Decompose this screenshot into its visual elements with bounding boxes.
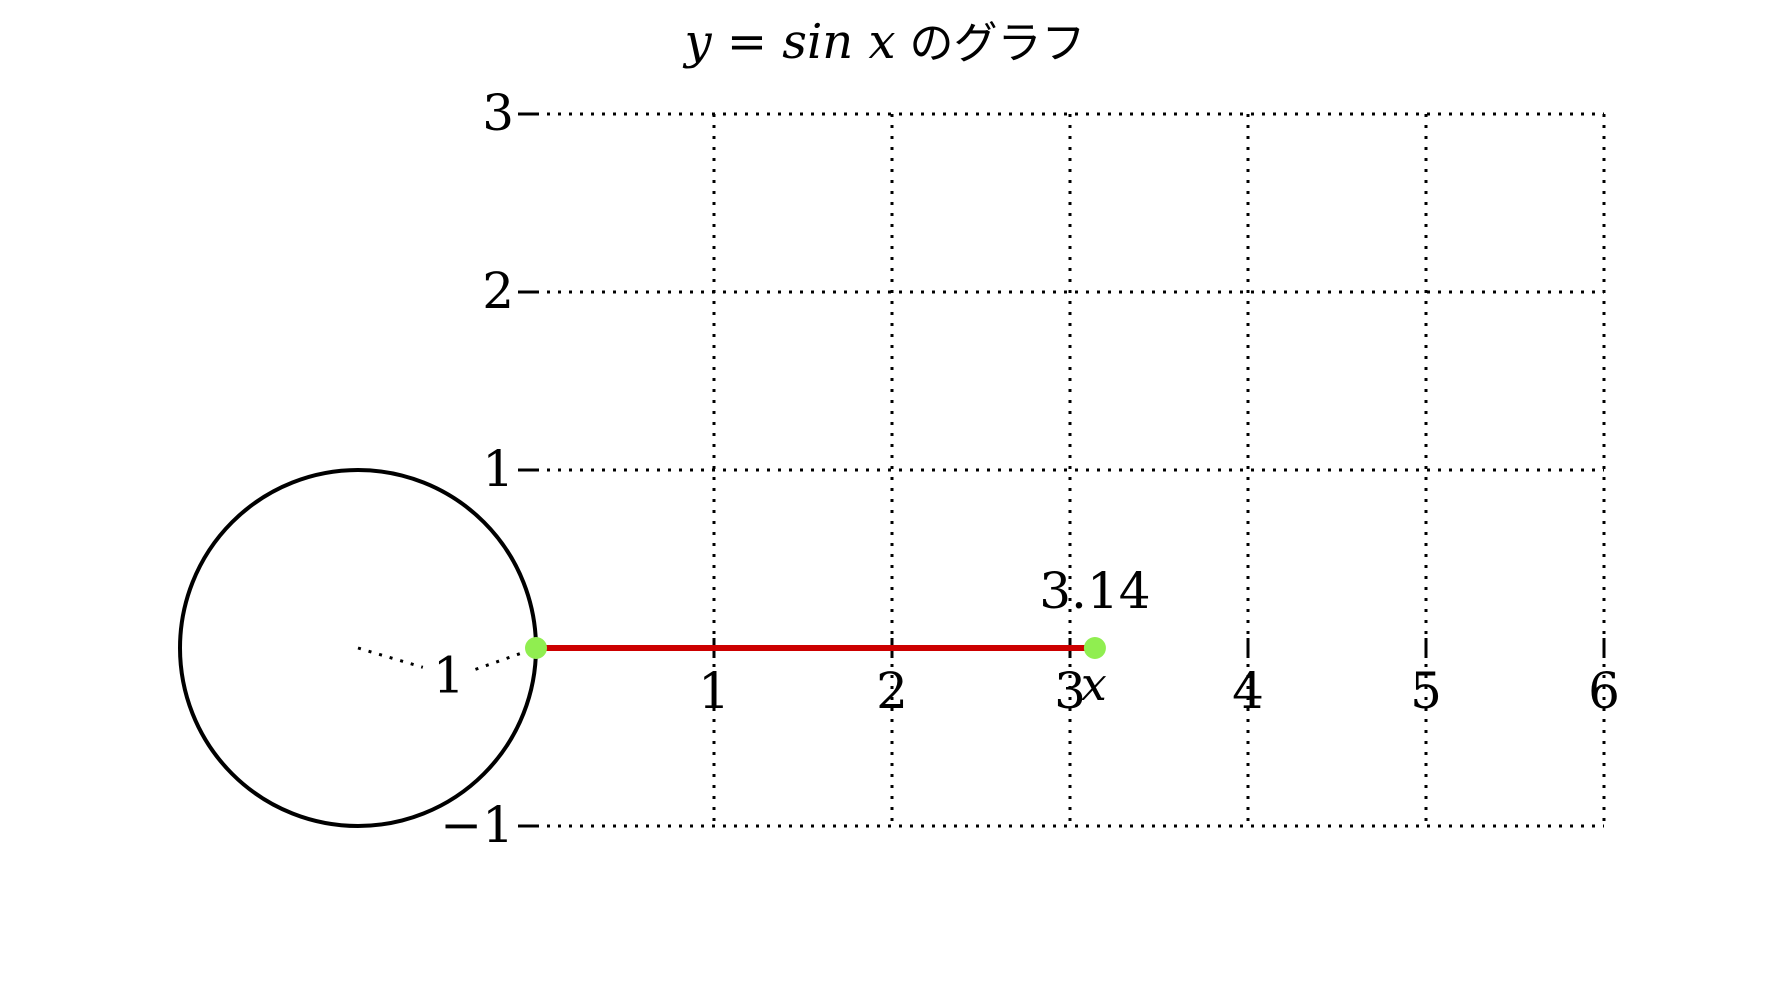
title-math: y = sin x [682,14,895,70]
point-label-1: 3.14 [1039,562,1150,620]
unit-circle-group: 1 [178,468,538,828]
x-tick-label-0: 1 [698,662,730,720]
points-group: 3.14 [525,562,1151,659]
y-tick-label-2: 1 [482,440,514,498]
point-0 [525,637,547,659]
y-tick-label-1: 2 [482,262,514,320]
y-tick-label-0: 3 [482,84,514,142]
x-tick-label-1: 2 [876,662,908,720]
x-tick-label-4: 5 [1410,662,1442,720]
x-axis: 1 2 3 4 5 6 [698,638,1620,720]
point-1 [1083,637,1106,659]
x-tick-label-5: 6 [1588,662,1620,720]
radius-label: 1 [433,647,465,705]
x-tick-label-2: 3 [1054,662,1086,720]
x-axis-label: x [1081,657,1107,711]
chart-title: y = sin x のグラフ [682,14,1085,70]
y-tick-label-3: −1 [440,796,514,854]
y-axis: 3 2 1 −1 [440,84,536,854]
radius-line-inner [357,646,424,669]
x-tick-label-3: 4 [1232,662,1264,720]
grid-lines [536,112,1606,828]
title-suffix: のグラフ [896,18,1086,69]
